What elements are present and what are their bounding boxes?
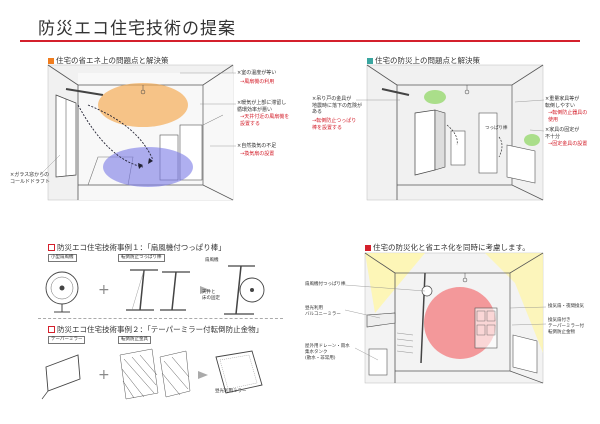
red-square-icon xyxy=(365,244,371,251)
example-separator xyxy=(38,318,283,319)
result-fan-label: 扇風機 xyxy=(205,258,219,263)
example1-illustration: + xyxy=(45,265,265,315)
eco-section-heading: 住宅の省エネ上の問題点と解決策 xyxy=(48,55,169,66)
eco-note-1: ×室の温度が等い xyxy=(237,70,277,76)
pole-label: つっぱり棒 xyxy=(485,126,508,131)
fan-tag: 小型扇風機 xyxy=(48,254,77,262)
disaster-note-3-fix: →固定金具の設置 xyxy=(548,141,588,147)
combined-room-illustration xyxy=(364,252,544,384)
mirror-tag: テーパーミラー xyxy=(48,336,86,344)
eco-note-2-fix: →天井付近の風扇機を 設置する xyxy=(240,114,290,127)
result-fix-label: 天井と 床の固定 xyxy=(202,290,220,301)
page-title: 防災エコ住宅技術の提案 xyxy=(38,19,236,39)
combined-right-label-1: 換気扇・夜間換気 xyxy=(548,304,584,309)
svg-text:+: + xyxy=(98,367,110,383)
disaster-note-1: ×吊り戸の金具が 地震時に落下の危険が ある xyxy=(312,96,363,115)
combined-right-label-2: 換気扇付き テーパーミラー付 転倒防止金物 xyxy=(548,318,584,335)
combined-heading: 住宅の防災化と省エネ化を同時に考慮します。 xyxy=(365,242,530,253)
hollow-square-icon xyxy=(48,325,55,333)
eco-note-2: ×暖気が上部に滞留し 循環効率が悪い xyxy=(237,100,287,113)
example1-heading: 防災エコ住宅技術事例１：「扇風機付つっぱり棒」 xyxy=(48,242,226,253)
eco-note-3-fix: →換気扇の設置 xyxy=(240,151,275,157)
title-underline xyxy=(20,40,580,42)
bracket-tag: 転倒防止金具 xyxy=(118,336,151,344)
eco-note-1-fix: →風扇機の利用 xyxy=(240,79,275,85)
disaster-note-3: ×家具の固定が 不十分 xyxy=(545,127,580,140)
disaster-note-2-fix: →転倒防止器具の 使用 xyxy=(548,110,588,123)
svg-text:+: + xyxy=(98,282,110,298)
daylight-mirror-label: 昼光利用ミラー xyxy=(215,389,247,394)
example2-heading: 防災エコ住宅技術事例２：「テーパーミラー付転倒防止金物」 xyxy=(48,324,263,335)
teal-square-icon xyxy=(367,57,373,64)
combined-left-label-3: 屋外用ドレーン・雨水 集水タンク (散水・非常用) xyxy=(305,344,350,361)
pole-tag: 転倒防止つっぱり棒 xyxy=(118,254,165,262)
disaster-room-illustration xyxy=(366,64,544,201)
disaster-section-heading: 住宅の防災上の問題点と解決策 xyxy=(367,55,480,66)
example2-illustration: + xyxy=(41,348,263,400)
eco-room-illustration xyxy=(47,64,234,201)
disaster-note-2: ×重量家具等が 転倒しやすい xyxy=(545,96,580,109)
disaster-note-1-fix: →転倒防止つっぱり 棒を設置する xyxy=(312,118,357,131)
combined-left-label-1: 扇風機付つっぱり棒 xyxy=(305,282,346,287)
hollow-square-icon xyxy=(48,243,55,251)
eco-note-3: ×自然換気の不足 xyxy=(237,143,277,149)
orange-square-icon xyxy=(48,57,54,64)
combined-left-label-2: 昼光利用 バルコニーミラー xyxy=(305,306,341,317)
eco-note-4: ×ガラス窓からの コールドドラフト xyxy=(10,172,51,185)
